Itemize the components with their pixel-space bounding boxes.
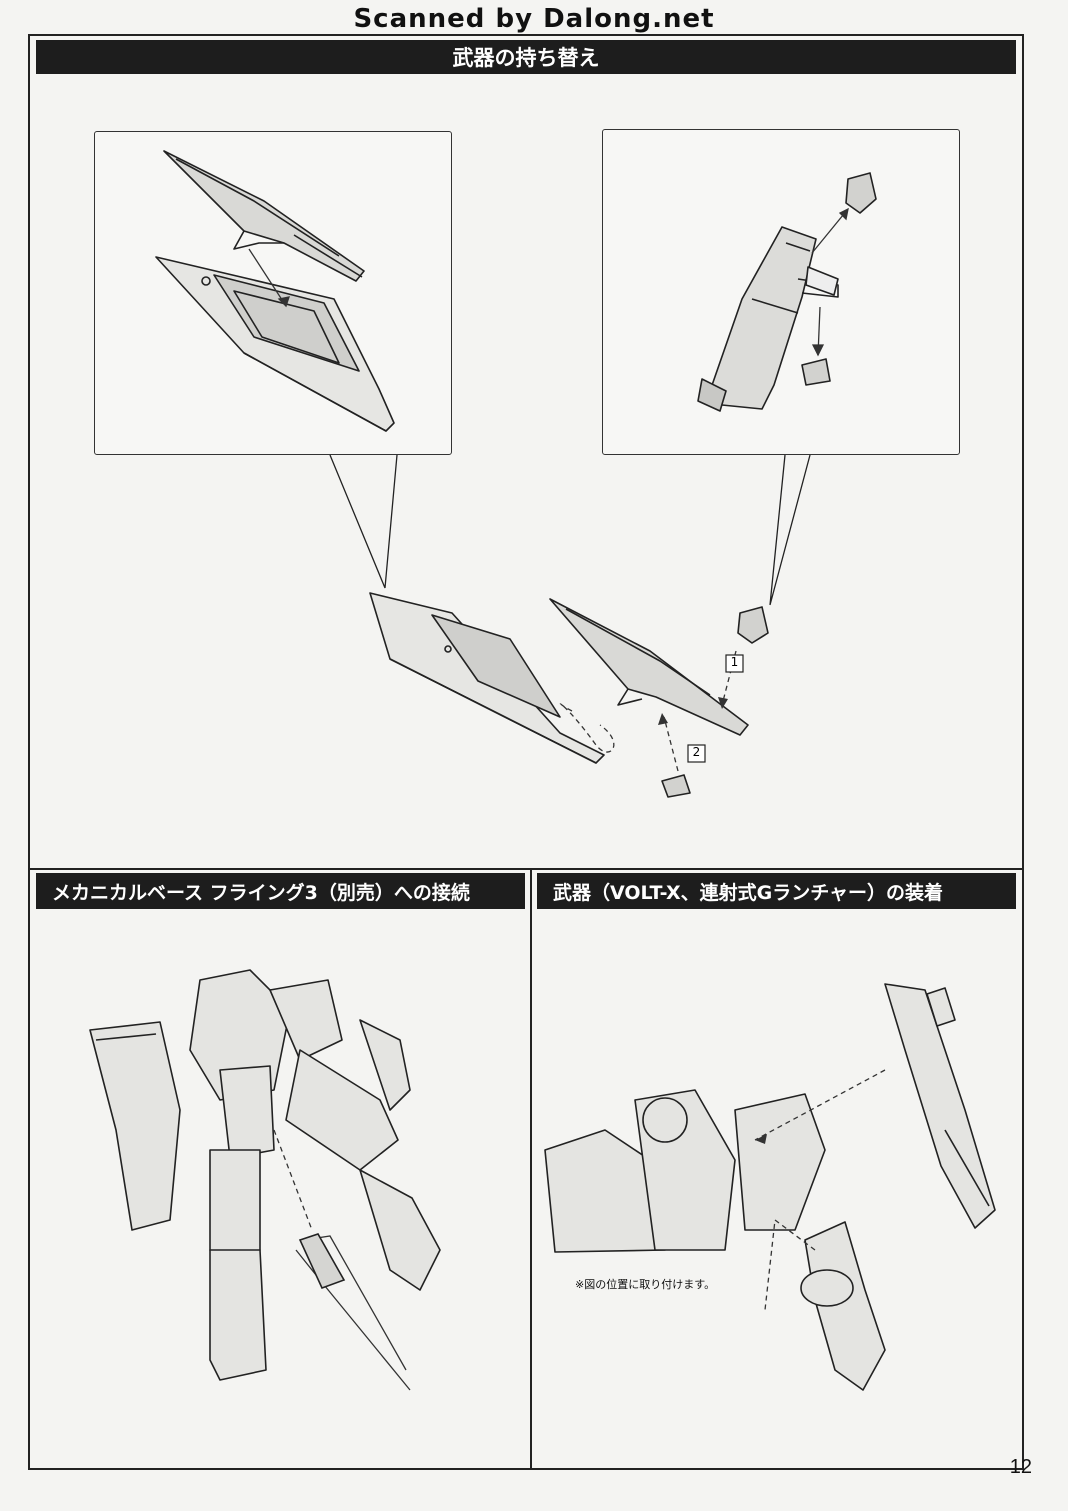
section-title: 武器（VOLT-X、連射式Gランチャー）の装着 [553, 881, 944, 904]
column-divider [530, 868, 532, 1470]
page-number: 12 [1009, 1456, 1032, 1478]
blade-detail-illustration [155, 150, 395, 432]
section-title: 武器の持ち替え [452, 46, 600, 70]
section-header-weapon-mount: 武器（VOLT-X、連射式Gランチャー）の装着 [537, 873, 1016, 909]
rifle-detail-illustration [697, 172, 877, 412]
weapon-swap-assembly-illustration [369, 592, 769, 798]
flying-base-connection-illustration [89, 969, 441, 1391]
section-header-flying-base: メカニカルベース フライング3（別売）への接続 [36, 873, 525, 909]
weapon-mount-illustration [544, 983, 996, 1391]
section-header-weapon-swap: 武器の持ち替え [36, 40, 1016, 74]
section-divider [28, 868, 1024, 870]
section-title: メカニカルベース フライング3（別売）への接続 [52, 881, 470, 904]
page-frame [28, 34, 1024, 1470]
step-number-1: 1 [730, 655, 739, 669]
mounting-note: ※図の位置に取り付けます。 [575, 1278, 716, 1291]
watermark: Scanned by Dalong.net [353, 4, 715, 34]
step-number-2: 2 [692, 745, 701, 759]
